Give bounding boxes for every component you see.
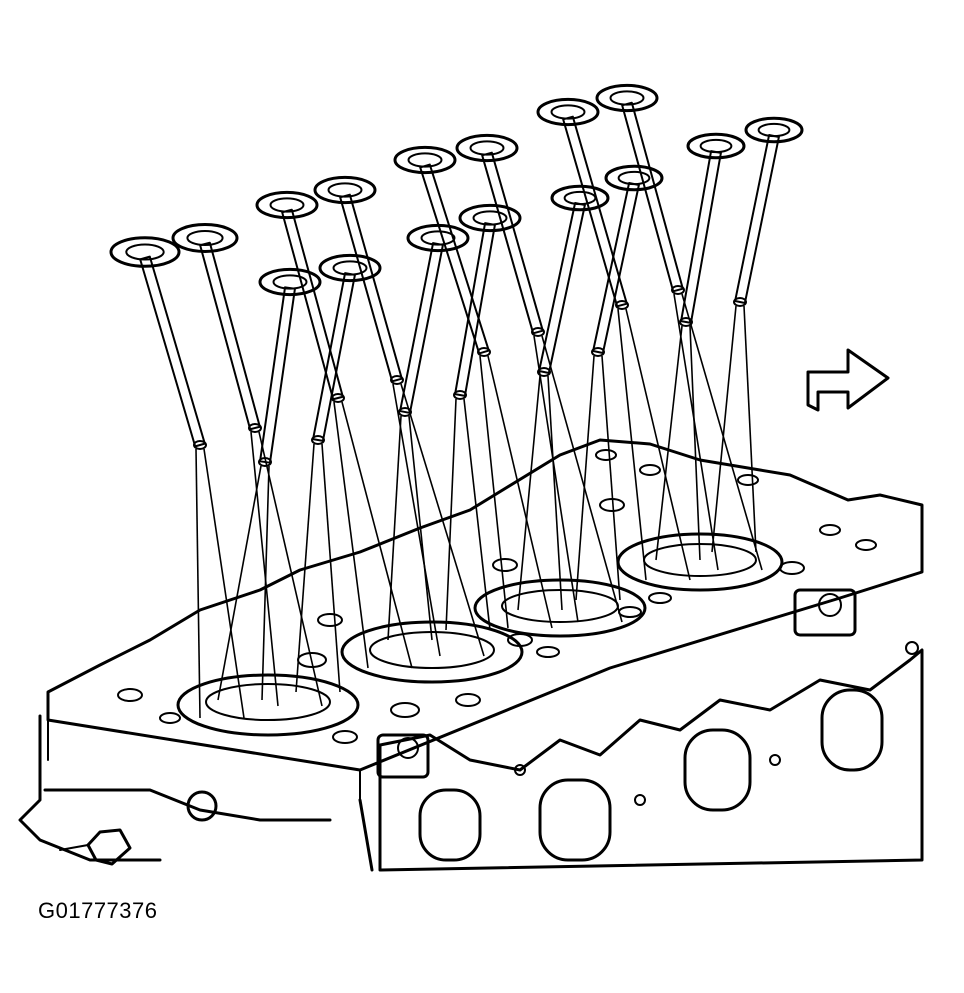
alignment-line [743,305,757,553]
alignment-line [625,308,691,581]
combustion-chamber-1 [176,673,360,737]
alignment-line [541,335,623,623]
manifold-flange [378,641,924,872]
valve-16 [733,116,804,307]
alignment-line [533,335,579,623]
valve-15 [679,132,746,327]
cylinder-head [18,438,924,872]
alignment-line [601,355,621,601]
alignment-line [689,325,701,561]
alignment-line [547,375,563,611]
valve-1 [109,236,207,450]
valve-8 [453,203,522,400]
alignment-line [673,293,719,571]
valve-14 [595,83,685,295]
alignment-line [258,431,323,707]
side-boss [59,588,857,866]
alignment-line [445,398,457,631]
alignment-line [655,325,683,561]
valve-9 [393,145,491,357]
valve-13 [536,97,629,310]
valve-10 [455,133,545,337]
alignment-line [341,401,413,669]
combustion-chamber-2 [340,620,524,684]
alignment-line [463,398,491,631]
valve-3 [258,267,322,467]
alignment-line [217,465,262,701]
alignment-line [387,415,402,641]
alignment-line [575,355,595,601]
alignment-line [400,383,485,657]
valve-12 [591,164,664,357]
alignment-line [321,443,341,693]
alignment-line [333,401,369,669]
alignment-line [408,415,433,641]
figure-id-label: G01777376 [38,898,158,923]
alignment-line [195,448,201,719]
alignment-line [250,431,279,707]
alignment-line [711,305,737,553]
alignment-line [681,293,763,571]
alignment-line [203,448,245,719]
alignment-line [261,465,270,701]
valve-6 [313,175,404,385]
alignment-line [295,443,315,693]
valve-4 [311,253,382,445]
valve-5 [255,190,345,403]
direction-arrow-icon [806,348,890,412]
valves [109,83,804,467]
alignment-lines [195,293,763,719]
alignment-line [479,355,509,629]
alignment-line [487,355,553,629]
alignment-line [517,375,541,611]
alignment-line [617,308,647,581]
valve-2 [171,223,262,433]
